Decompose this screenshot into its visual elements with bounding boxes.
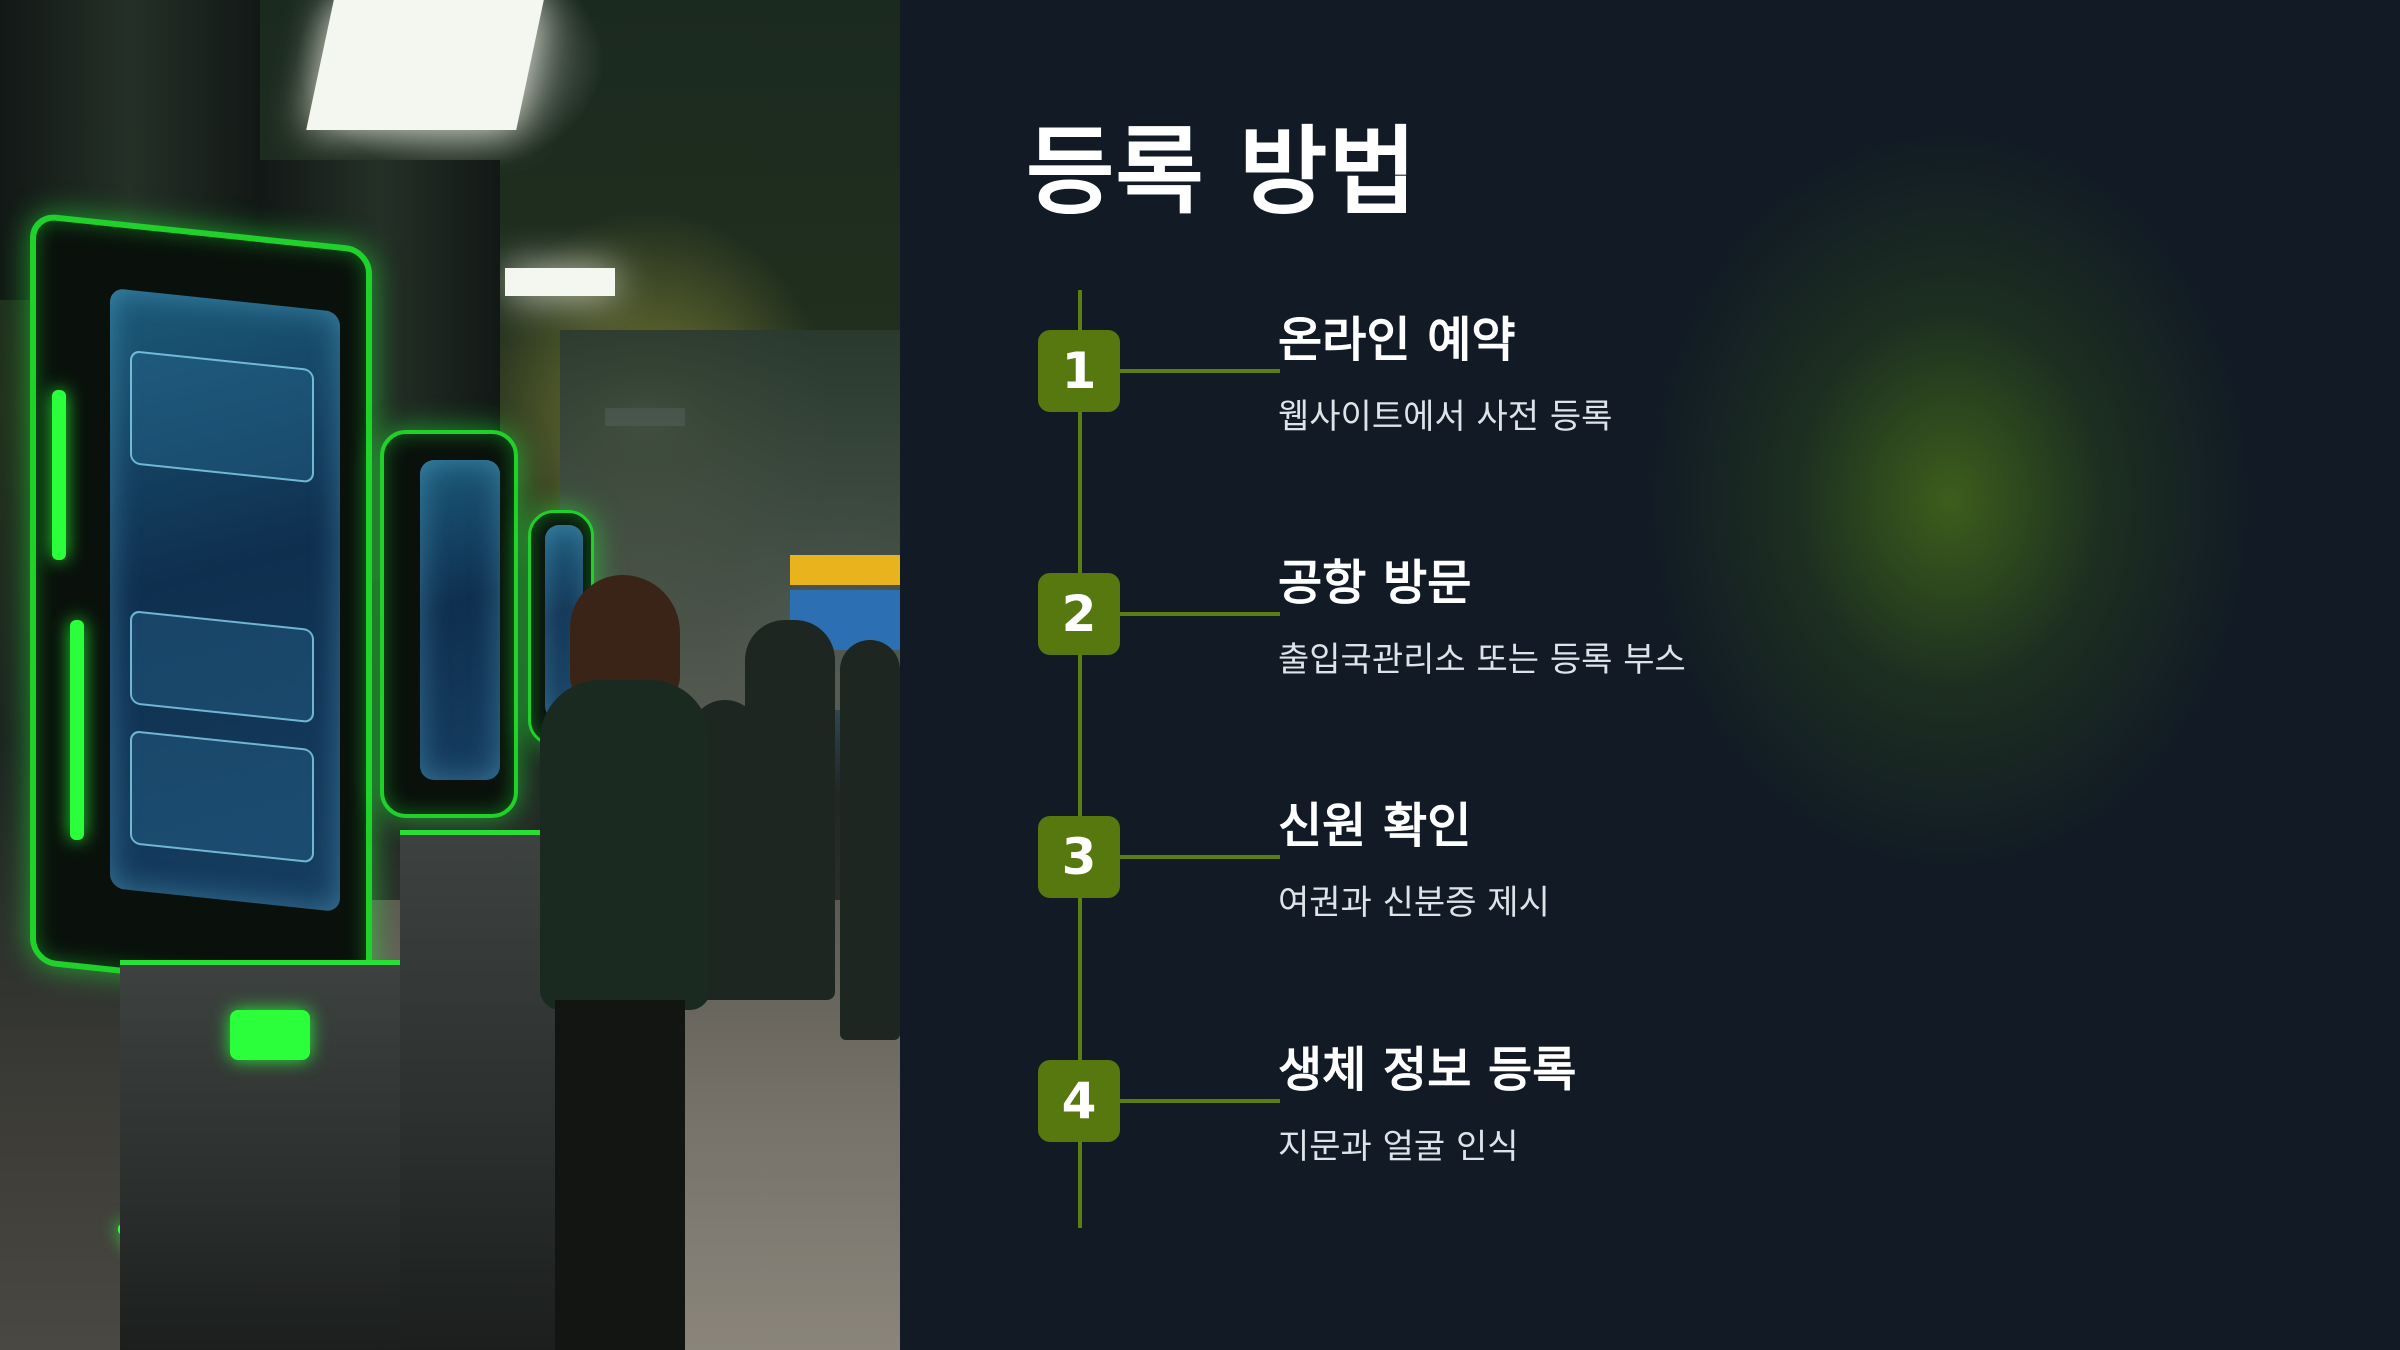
step-identity-check: 3 신원 확인 여권과 신분증 제시	[1038, 776, 2238, 946]
step-connector	[1120, 369, 1280, 373]
step-title: 생체 정보 등록	[1278, 1042, 1577, 1098]
step-airport-visit: 2 공항 방문 출입국관리소 또는 등록 부스	[1038, 533, 2238, 703]
traveler	[840, 640, 900, 1040]
screen-card	[130, 610, 314, 724]
step-title: 신원 확인	[1278, 798, 1472, 854]
ceiling-light	[505, 268, 615, 296]
step-biometric-registration: 4 생체 정보 등록 지문과 얼굴 인식	[1038, 1020, 2238, 1190]
background-glow	[1640, 120, 2260, 880]
step-title: 온라인 예약	[1278, 312, 1516, 368]
step-description: 웹사이트에서 사전 등록	[1278, 397, 1613, 437]
screen-card	[130, 730, 314, 864]
timeline-line	[1078, 290, 1082, 1228]
step-number-badge: 1	[1038, 330, 1120, 412]
step-description: 지문과 얼굴 인식	[1278, 1127, 1519, 1167]
step-online-reservation: 1 온라인 예약 웹사이트에서 사전 등록	[1038, 290, 2238, 460]
step-number-badge: 3	[1038, 816, 1120, 898]
kiosk-light-strip	[52, 390, 66, 560]
step-number-badge: 2	[1038, 573, 1120, 655]
step-description: 여권과 신분증 제시	[1278, 883, 1550, 923]
step-number-badge: 4	[1038, 1060, 1120, 1142]
traveler-using-kiosk	[555, 1000, 685, 1350]
departure-sign	[790, 555, 900, 585]
kiosk-photo	[0, 0, 900, 1350]
kiosk-screen	[110, 287, 340, 913]
step-title: 공항 방문	[1278, 555, 1472, 611]
ceiling-light	[306, 0, 544, 130]
kiosk-light-strip	[70, 620, 84, 840]
screen-card	[130, 350, 314, 484]
kiosk-screen	[420, 460, 500, 780]
traveler	[745, 620, 835, 1000]
kiosk-keypad	[230, 1010, 310, 1060]
kiosk-base	[400, 830, 560, 1350]
slide-title: 등록 방법	[1026, 116, 1418, 228]
step-description: 출입국관리소 또는 등록 부스	[1278, 640, 1686, 680]
step-connector	[1120, 855, 1280, 859]
traveler-using-kiosk	[540, 680, 710, 1010]
step-connector	[1120, 1099, 1280, 1103]
step-connector	[1120, 612, 1280, 616]
